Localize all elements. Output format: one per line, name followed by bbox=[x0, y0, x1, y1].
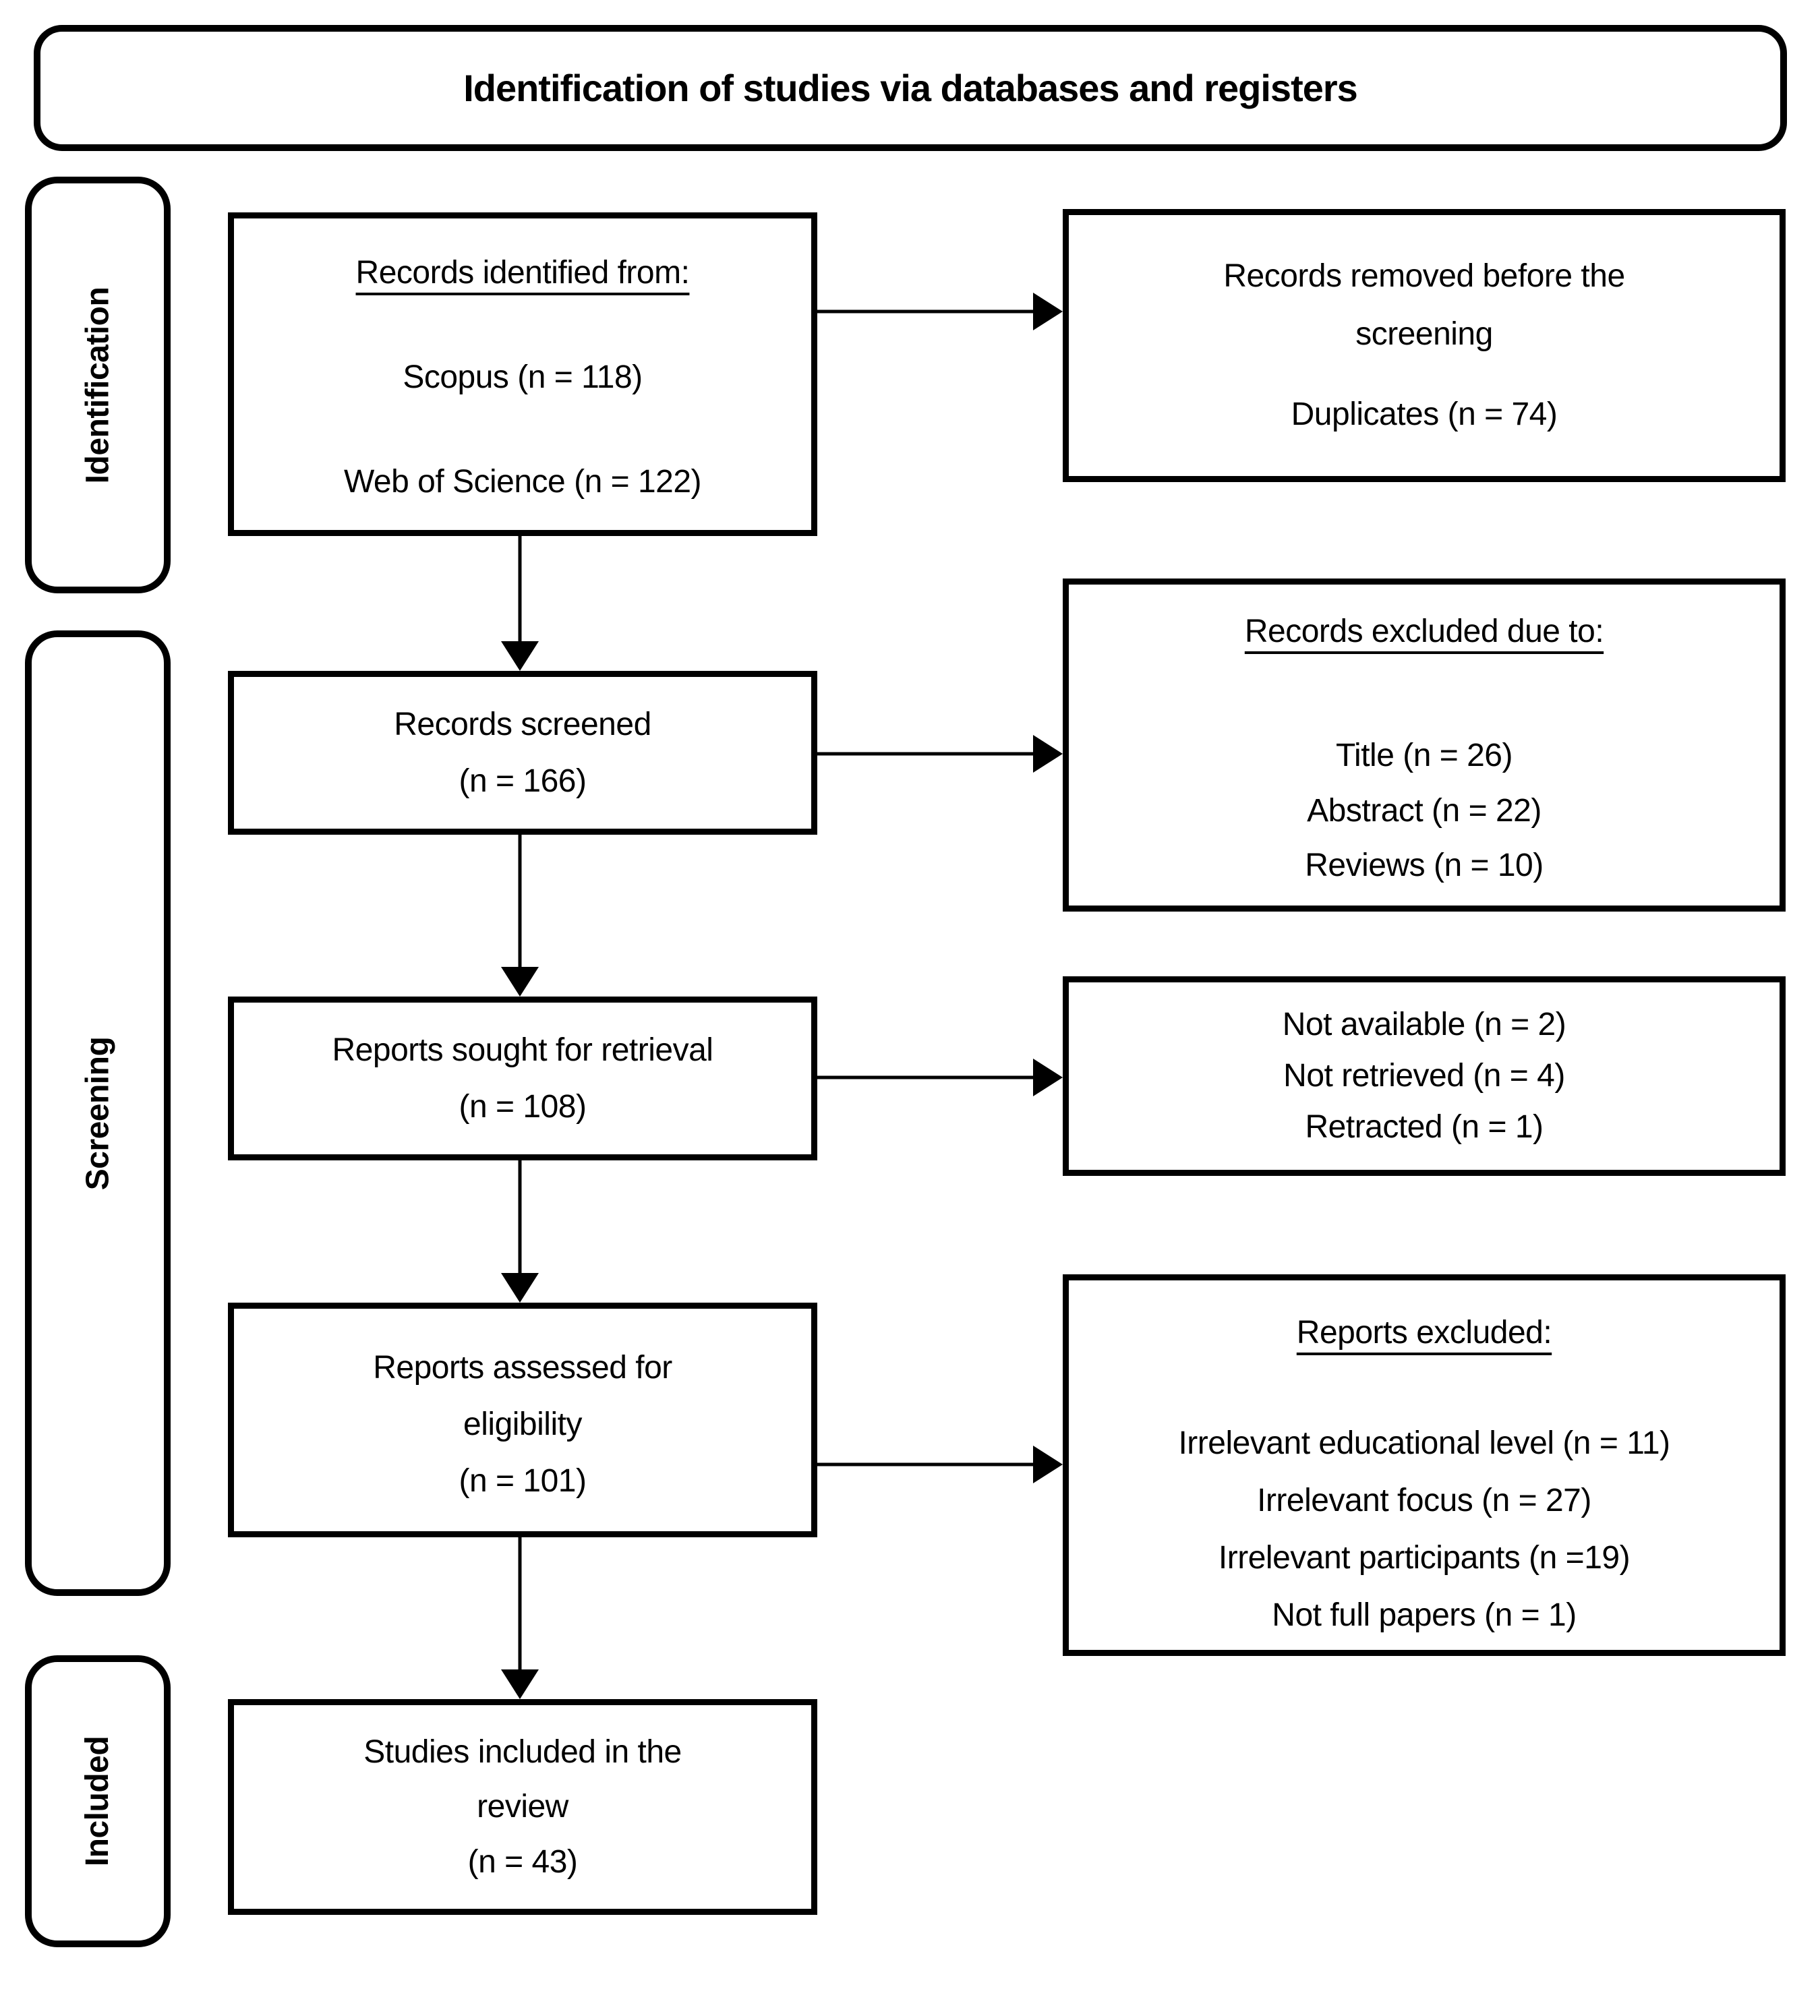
exclusion-reason: Title (n = 26) bbox=[1335, 738, 1513, 774]
box-records-screened: Records screened (n = 166) bbox=[228, 671, 817, 835]
arrow-assessed-to-excluded bbox=[817, 1446, 1063, 1483]
source-count: Web of Science (n = 122) bbox=[343, 464, 702, 500]
box-records-excluded: Records excluded due to: Title (n = 26) … bbox=[1063, 579, 1786, 912]
exclusion-reason: Abstract (n = 22) bbox=[1307, 792, 1542, 829]
box-count: (n = 101) bbox=[459, 1463, 587, 1499]
exclusion-reason: Irrelevant focus (n = 27) bbox=[1257, 1483, 1591, 1519]
box-count: (n = 43) bbox=[467, 1843, 578, 1880]
stage-label-text: Identification bbox=[80, 287, 116, 483]
arrow-identified-to-screened bbox=[501, 536, 539, 671]
arrow-identified-to-removed bbox=[817, 293, 1063, 330]
box-text: Records screened bbox=[394, 706, 651, 742]
box-count: (n = 166) bbox=[459, 763, 587, 799]
box-text: Reports assessed for eligibility bbox=[373, 1350, 672, 1442]
box-reports-assessed: Reports assessed for eligibility (n = 10… bbox=[228, 1303, 817, 1537]
exclusion-detail: Duplicates (n = 74) bbox=[1291, 396, 1558, 432]
title-banner: Identification of studies via databases … bbox=[34, 25, 1787, 151]
stage-label-screening: Screening bbox=[25, 630, 171, 1596]
exclusion-reason: Not full papers (n = 1) bbox=[1272, 1597, 1577, 1634]
box-reports-not-retrieved: Not available (n = 2) Not retrieved (n =… bbox=[1063, 976, 1786, 1176]
box-reports-sought: Reports sought for retrieval (n = 108) bbox=[228, 997, 817, 1160]
arrow-screened-to-excluded bbox=[817, 735, 1063, 773]
arrow-screened-to-sought bbox=[501, 835, 539, 997]
page-title: Identification of studies via databases … bbox=[463, 67, 1358, 109]
stage-label-text: Included bbox=[80, 1736, 116, 1867]
box-records-removed: Records removed before the screening Dup… bbox=[1063, 209, 1786, 482]
box-records-identified: Records identified from: Scopus (n = 118… bbox=[228, 212, 817, 536]
exclusion-reason-list: Irrelevant educational level (n = 11) Ir… bbox=[1178, 1415, 1670, 1644]
exclusion-reason: Not available (n = 2) bbox=[1282, 1007, 1566, 1043]
arrow-assessed-to-included bbox=[501, 1537, 539, 1699]
arrow-sought-to-assessed bbox=[501, 1160, 539, 1303]
box-heading: Reports excluded: bbox=[1296, 1315, 1552, 1351]
source-count: Scopus (n = 118) bbox=[403, 359, 643, 396]
exclusion-reason: Not retrieved (n = 4) bbox=[1283, 1058, 1565, 1094]
stage-label-text: Screening bbox=[80, 1036, 116, 1190]
box-text: Records removed before the screening bbox=[1223, 258, 1625, 353]
arrow-sought-to-not-retrieved bbox=[817, 1059, 1063, 1096]
exclusion-reason: Irrelevant educational level (n = 11) bbox=[1178, 1425, 1670, 1462]
stage-label-included: Included bbox=[25, 1655, 171, 1947]
exclusion-reason: Retracted (n = 1) bbox=[1305, 1108, 1544, 1145]
exclusion-reason: Reviews (n = 10) bbox=[1305, 848, 1544, 884]
box-reports-excluded: Reports excluded: Irrelevant educational… bbox=[1063, 1274, 1786, 1656]
box-text: Reports sought for retrieval bbox=[332, 1032, 713, 1068]
exclusion-reason: Irrelevant participants (n =19) bbox=[1218, 1540, 1631, 1576]
box-studies-included: Studies included in the review (n = 43) bbox=[228, 1699, 817, 1915]
box-text: Studies included in the review bbox=[363, 1733, 682, 1825]
box-count: (n = 108) bbox=[459, 1088, 587, 1125]
box-heading: Records identified from: bbox=[355, 255, 690, 291]
box-heading: Records excluded due to: bbox=[1244, 614, 1604, 649]
stage-label-identification: Identification bbox=[25, 177, 171, 593]
exclusion-reason-list: Title (n = 26) Abstract (n = 22) Reviews… bbox=[1305, 728, 1544, 893]
